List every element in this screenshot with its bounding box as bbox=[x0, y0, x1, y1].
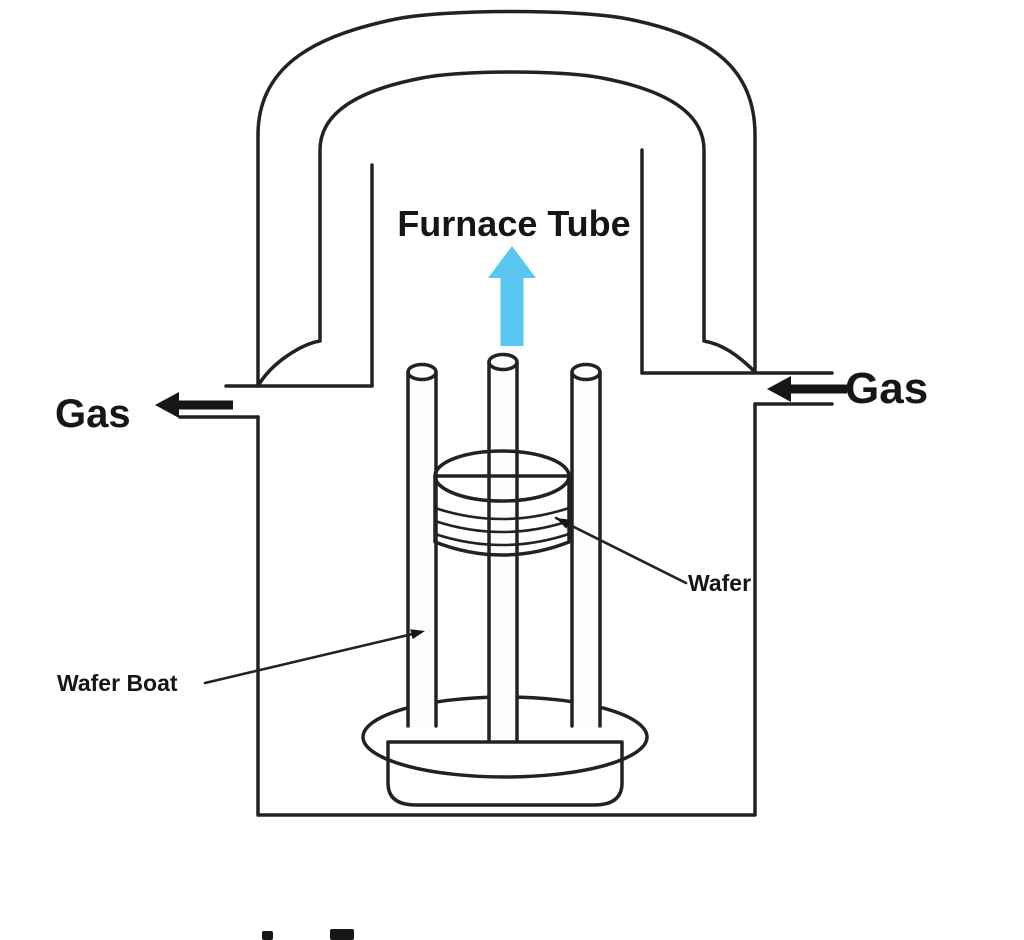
cropped-caption-marks bbox=[262, 929, 354, 940]
gas-pipe-left bbox=[178, 384, 374, 419]
diagram-labels: Furnace Tube Gas Gas Wafer Wafer Boat bbox=[55, 203, 928, 696]
wafer-leader-line bbox=[554, 516, 688, 585]
pedestal-body bbox=[386, 740, 624, 807]
boat-rod-middle bbox=[487, 352, 519, 742]
chamber-outline bbox=[256, 402, 757, 817]
gas-left-label: Gas bbox=[55, 392, 131, 436]
diagram-linework bbox=[155, 9, 847, 940]
gas-arrow-left bbox=[155, 392, 233, 418]
boat-rod-left bbox=[406, 362, 438, 728]
wafer-stack bbox=[433, 449, 571, 557]
wafer-boat-label: Wafer Boat bbox=[57, 670, 178, 696]
boat-rod-right bbox=[570, 362, 602, 728]
wafer-label: Wafer bbox=[688, 570, 751, 596]
furnace-dome-wall bbox=[256, 9, 757, 388]
gas-pipe-right bbox=[640, 371, 834, 406]
wafer-boat-leader-line bbox=[203, 629, 425, 685]
gas-arrow-right bbox=[767, 376, 847, 402]
flow-arrow-up bbox=[488, 246, 536, 346]
furnace-tube-label: Furnace Tube bbox=[397, 203, 630, 244]
gas-right-label: Gas bbox=[845, 364, 928, 413]
